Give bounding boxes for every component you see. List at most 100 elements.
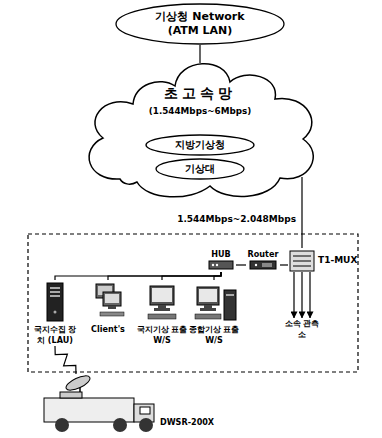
client-device: Client's (86, 280, 130, 335)
radar-truck (64, 373, 92, 393)
workstation-icon (199, 289, 217, 302)
workstation-icon (226, 294, 234, 296)
hub-device: HUB (206, 248, 236, 272)
workstation-icon (195, 314, 221, 319)
hub-icon (209, 261, 233, 269)
workstation-icon (152, 288, 172, 302)
hub-icon (209, 261, 233, 269)
ellipse-outline (156, 159, 244, 179)
node-label: 종합기상 표출 W/S (188, 324, 240, 346)
cloud-outline (89, 64, 313, 197)
workstation-icon (224, 290, 236, 320)
client-pcs-icon (103, 292, 121, 306)
connector (55, 346, 76, 374)
router-icon (262, 263, 272, 267)
client-pcs-icon (105, 294, 119, 303)
connector (162, 272, 221, 280)
site-boundary (28, 234, 358, 372)
workstation-icon (204, 305, 212, 308)
connector-line (293, 272, 294, 318)
radar-truck (140, 407, 150, 414)
cloud-outline (75, 54, 325, 202)
node-label: DWSR-200X (160, 416, 236, 428)
connector (199, 45, 200, 63)
workstation-icon (154, 308, 170, 311)
radar-truck (139, 418, 153, 432)
router-icon (250, 261, 276, 269)
workstation-icon (197, 287, 219, 305)
mux-device: T1-MUX (288, 248, 357, 272)
radar-truck (113, 418, 127, 432)
mux-icon (290, 251, 314, 271)
node-label: 국지기상 표출 W/S (136, 324, 188, 346)
mux-icon (293, 261, 311, 262)
connector-line (214, 272, 221, 280)
radar-truck (55, 418, 69, 432)
node-label: 기상대 (185, 163, 215, 175)
office-ellipse: 지방기상청 (145, 134, 255, 156)
router-device: Router (246, 248, 280, 272)
server-tower-icon (47, 283, 63, 321)
network-cloud: 초고속망(1.544Mbps~6Mbps) 지방기상청기상대 (75, 54, 325, 202)
workstation-icon (195, 287, 236, 320)
connector-line (162, 272, 221, 280)
node-label: Router (246, 248, 280, 260)
server-tower-icon (50, 287, 60, 289)
workstation-device: 국지기상 표출 W/S (136, 280, 188, 346)
mux-icon (293, 256, 311, 257)
connector (236, 264, 246, 265)
workstation-icon (158, 305, 166, 308)
workstation-icon (150, 286, 174, 305)
client-pcs-icon (96, 284, 124, 316)
node-label: Client's (86, 324, 130, 335)
node-label: 기상청 Network (ATM LAN) (145, 10, 255, 38)
connector-line (309, 272, 310, 318)
workstation-icon (148, 314, 176, 319)
connector (55, 272, 221, 280)
workstation-icon (200, 308, 216, 311)
station-box: 소속 관측소 (282, 318, 322, 340)
node-label: 초고속망 (75, 84, 325, 102)
hub-icon (216, 264, 218, 266)
ellipse-outline (146, 135, 254, 155)
connector-line (199, 45, 200, 63)
client-pcs-icon (100, 312, 124, 316)
edge-label: 1.544Mbps~2.048Mbps (176, 213, 297, 225)
workstation-icon (148, 286, 176, 319)
office-ellipse: 기상대 (155, 158, 245, 180)
mux-icon (290, 251, 314, 271)
node-label: (1.544Mbps~6Mbps) (75, 102, 325, 120)
node-label: T1-MUX (318, 248, 357, 272)
connector-line (301, 177, 302, 248)
server-tower-icon (50, 291, 60, 293)
server-tower-icon (50, 295, 60, 297)
hub-icon (212, 264, 214, 266)
connector (301, 177, 302, 248)
node-label: HUB (206, 248, 236, 260)
network-ellipse: 기상청 Network (ATM LAN) (115, 3, 285, 45)
connector-line (301, 272, 302, 318)
radar-truck (60, 392, 82, 398)
node-label: 지방기상청 (175, 139, 225, 151)
workstation-device: 종합기상 표출 W/S (188, 280, 240, 346)
connector-line (108, 272, 221, 280)
connector-line (280, 264, 288, 265)
connector (294, 272, 310, 318)
client-pcs-icon (108, 306, 116, 309)
router-icon (250, 261, 276, 269)
connector (280, 264, 288, 265)
connector-line (236, 264, 246, 265)
connector (214, 272, 221, 280)
collector-device: 국지수집 장치 (LAU) (30, 280, 80, 346)
connector (108, 272, 221, 280)
radar-truck-box: DWSR-200X (36, 374, 236, 436)
ellipse-outline (116, 4, 284, 44)
server-tower-icon (54, 311, 57, 314)
server-tower-icon (47, 283, 63, 321)
node-label: 국지수집 장치 (LAU) (30, 324, 80, 346)
node-label: 소속 관측소 (282, 318, 322, 340)
mux-icon (293, 266, 311, 267)
radar-truck (44, 373, 154, 432)
router-icon (255, 264, 257, 266)
connector-line (55, 272, 221, 280)
